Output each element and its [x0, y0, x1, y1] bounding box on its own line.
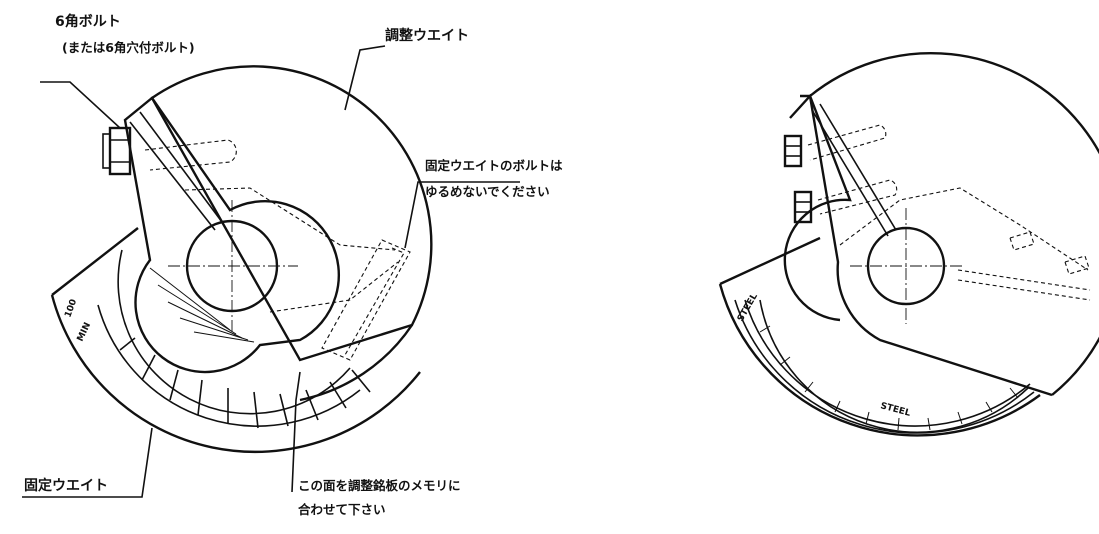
right-bolt-bottom-icon — [793, 190, 813, 224]
label-fixed-weight: 固定ウエイト — [24, 477, 108, 494]
right-fan-outline — [718, 283, 1041, 437]
left-assembly: 100 MIN — [22, 45, 520, 498]
label-fixed-weight-bolt-1: 固定ウエイトのボルトは — [425, 158, 563, 173]
label-align-1: この面を調整銘板のメモリに — [298, 478, 461, 493]
fixed-weight-outline — [50, 294, 421, 454]
label-hex-bolt-alt: (または6角穴付ボルト) — [62, 40, 195, 55]
leader-hex-bolt — [40, 81, 121, 129]
label-align-2: 合わせて下さい — [298, 502, 386, 517]
right-disk-outline — [809, 52, 1099, 396]
leader-adjust-weight — [344, 45, 386, 111]
right-scale: STEEL STEEL — [734, 292, 1035, 434]
fixed-weight-bolt-icon — [321, 239, 411, 361]
leader-fixed-weight-bolt — [404, 181, 520, 249]
leader-align — [291, 371, 301, 493]
leader-fixed-weight — [22, 427, 153, 498]
right-scale-mark: STEEL — [879, 401, 911, 419]
label-fixed-weight-bolt-2: ゆるめないでください — [425, 184, 550, 199]
left-scale-unit: MIN — [76, 321, 93, 343]
right-scale-unit: STEEL — [736, 292, 760, 324]
label-hex-bolt: 6角ボルト — [55, 13, 121, 30]
left-scale: 100 MIN — [63, 267, 371, 429]
right-assembly: STEEL STEEL — [718, 52, 1099, 437]
hex-bolt-icon — [102, 126, 132, 176]
label-adjust-weight: 調整ウエイト — [385, 27, 469, 44]
left-scale-100: 100 — [63, 298, 79, 319]
adjust-weight-outline — [150, 65, 433, 362]
lever-arm — [123, 96, 340, 374]
right-bolt-top-icon — [783, 134, 803, 168]
